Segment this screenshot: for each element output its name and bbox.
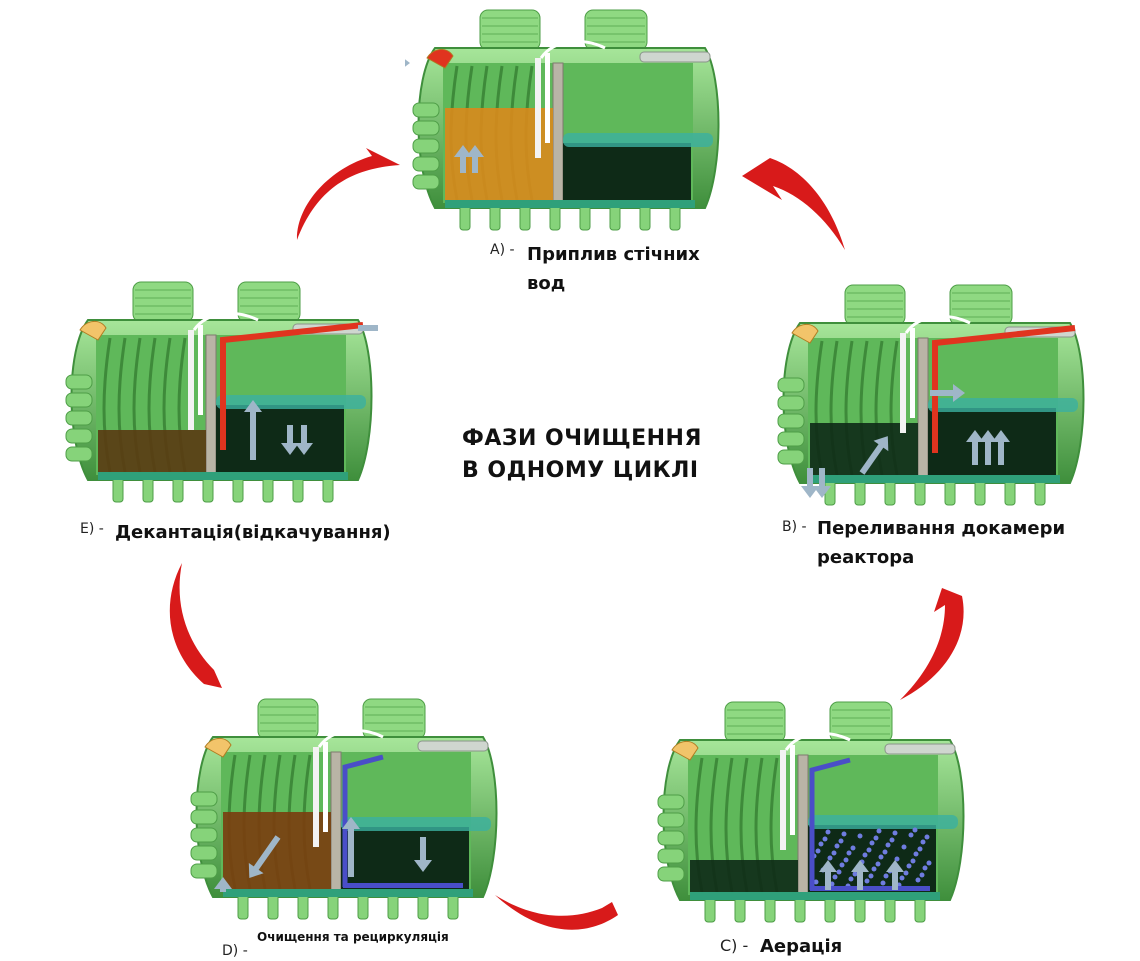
reactor-chamber-liquid <box>216 405 344 475</box>
phase-b-caption: Переливання докамери реактора <box>817 514 1065 572</box>
phase-a-letter: A) - <box>490 242 515 258</box>
tank-phase-b <box>770 283 1090 513</box>
tank-phase-a <box>405 8 725 238</box>
flow-arrow-5 <box>992 430 1010 465</box>
outlet-pipe <box>639 51 711 63</box>
primary-chamber-liquid <box>98 430 206 475</box>
flow-arrows <box>801 384 1010 498</box>
title-line-1: ФАЗИ ОЧИЩЕННЯ <box>462 426 702 451</box>
phase-b-letter: B) - <box>782 519 807 535</box>
inlet-pipe <box>671 741 699 761</box>
tank-phase-e <box>58 280 378 510</box>
flow-arrow-3 <box>966 430 984 465</box>
phase-a-caption-line-2: вод <box>527 273 566 294</box>
phase-b-label: B) - <box>782 516 807 535</box>
flow-arrow-0 <box>819 860 837 890</box>
phase-d-caption: Очищення та рециркуляція <box>257 928 449 946</box>
tank-phase-d <box>183 697 503 927</box>
flow-arrows <box>214 817 432 892</box>
phase-b-caption-line-1: Переливання докамери <box>817 518 1066 539</box>
tank-illustration <box>777 284 1085 506</box>
phase-e-label: E) - <box>80 518 104 537</box>
phase-c-letter: C) - <box>720 936 749 955</box>
phase-e-caption: Декантація(відкачування) <box>115 518 391 547</box>
flow-arrow-4 <box>979 430 997 465</box>
flow-arrow-0 <box>405 59 410 67</box>
transfer-pipe-blue <box>342 754 384 887</box>
flow-arrow-2 <box>414 837 432 872</box>
reactor-chamber-liquid <box>563 143 691 203</box>
reactor-chamber-liquid <box>341 827 469 892</box>
phase-c-caption-line-1: Аерація <box>760 936 843 957</box>
flow-arrow-1 <box>244 400 262 460</box>
flow-arrow-1 <box>851 860 869 890</box>
reactor-chamber-liquid <box>928 408 1056 478</box>
phase-a-caption: Приплив стічних вод <box>527 240 700 298</box>
flow-arrow-6 <box>930 384 965 402</box>
flow-arrow-2 <box>886 860 904 890</box>
title-line-2: В ОДНОМУ ЦИКЛІ <box>462 458 699 483</box>
cycle-arrow-e-to-a <box>296 148 400 240</box>
outlet-pipe <box>884 743 956 755</box>
transfer-pipe-red <box>932 325 1076 453</box>
inlet-pipe <box>426 49 454 69</box>
flow-arrow-1 <box>454 145 472 173</box>
phase-d-letter: D) - <box>222 943 248 959</box>
flow-arrow-2 <box>281 425 299 455</box>
flow-arrows <box>244 325 378 460</box>
flow-arrow-0 <box>358 325 378 331</box>
tank-illustration <box>657 701 965 923</box>
flow-arrow-1 <box>342 817 360 877</box>
flow-arrow-3 <box>295 425 313 455</box>
outlet-pipe <box>417 740 489 752</box>
phase-e-letter: E) - <box>80 521 104 537</box>
flow-arrows <box>405 59 484 173</box>
phase-d-caption-line-1: Очищення та рециркуляція <box>257 930 449 944</box>
tank-phase-c <box>650 700 970 930</box>
inlet-pipe <box>79 321 107 341</box>
tank-illustration <box>405 9 720 231</box>
phase-b-caption-line-2: реактора <box>817 547 915 568</box>
flow-arrows <box>819 860 904 890</box>
flow-arrow-0 <box>248 835 281 878</box>
flow-arrow-2 <box>466 145 484 173</box>
phase-c-caption: Аерація <box>760 932 842 961</box>
flow-arrow-3 <box>214 877 232 892</box>
phase-c-label: C) - <box>720 936 748 955</box>
flow-arrow-1 <box>813 468 831 498</box>
transfer-pipe-red <box>220 322 364 450</box>
flow-arrow-0 <box>801 468 819 498</box>
cycle-arrow-c-to-d <box>495 895 618 930</box>
inlet-pipe <box>204 738 232 758</box>
cycle-arrow-b-to-c <box>900 588 964 700</box>
phase-d-label: D) - <box>222 940 248 959</box>
tank-illustration <box>65 281 378 503</box>
cycle-arrow-a-to-b <box>742 158 845 250</box>
tank-illustration <box>190 698 498 920</box>
phase-e-caption-line-1: Декантація(відкачування) <box>115 522 391 543</box>
cycle-arrow-d-to-e <box>169 563 222 688</box>
primary-chamber-liquid <box>690 860 798 895</box>
phase-a-label: A) - <box>490 242 515 261</box>
phase-a-caption-line-1: Приплив стічних <box>527 244 700 265</box>
diagram-title: ФАЗИ ОЧИЩЕННЯ В ОДНОМУ ЦИКЛІ <box>462 423 752 487</box>
transfer-pipe-blue <box>809 757 851 890</box>
flow-arrow-2 <box>859 436 889 475</box>
inlet-pipe <box>791 324 819 344</box>
